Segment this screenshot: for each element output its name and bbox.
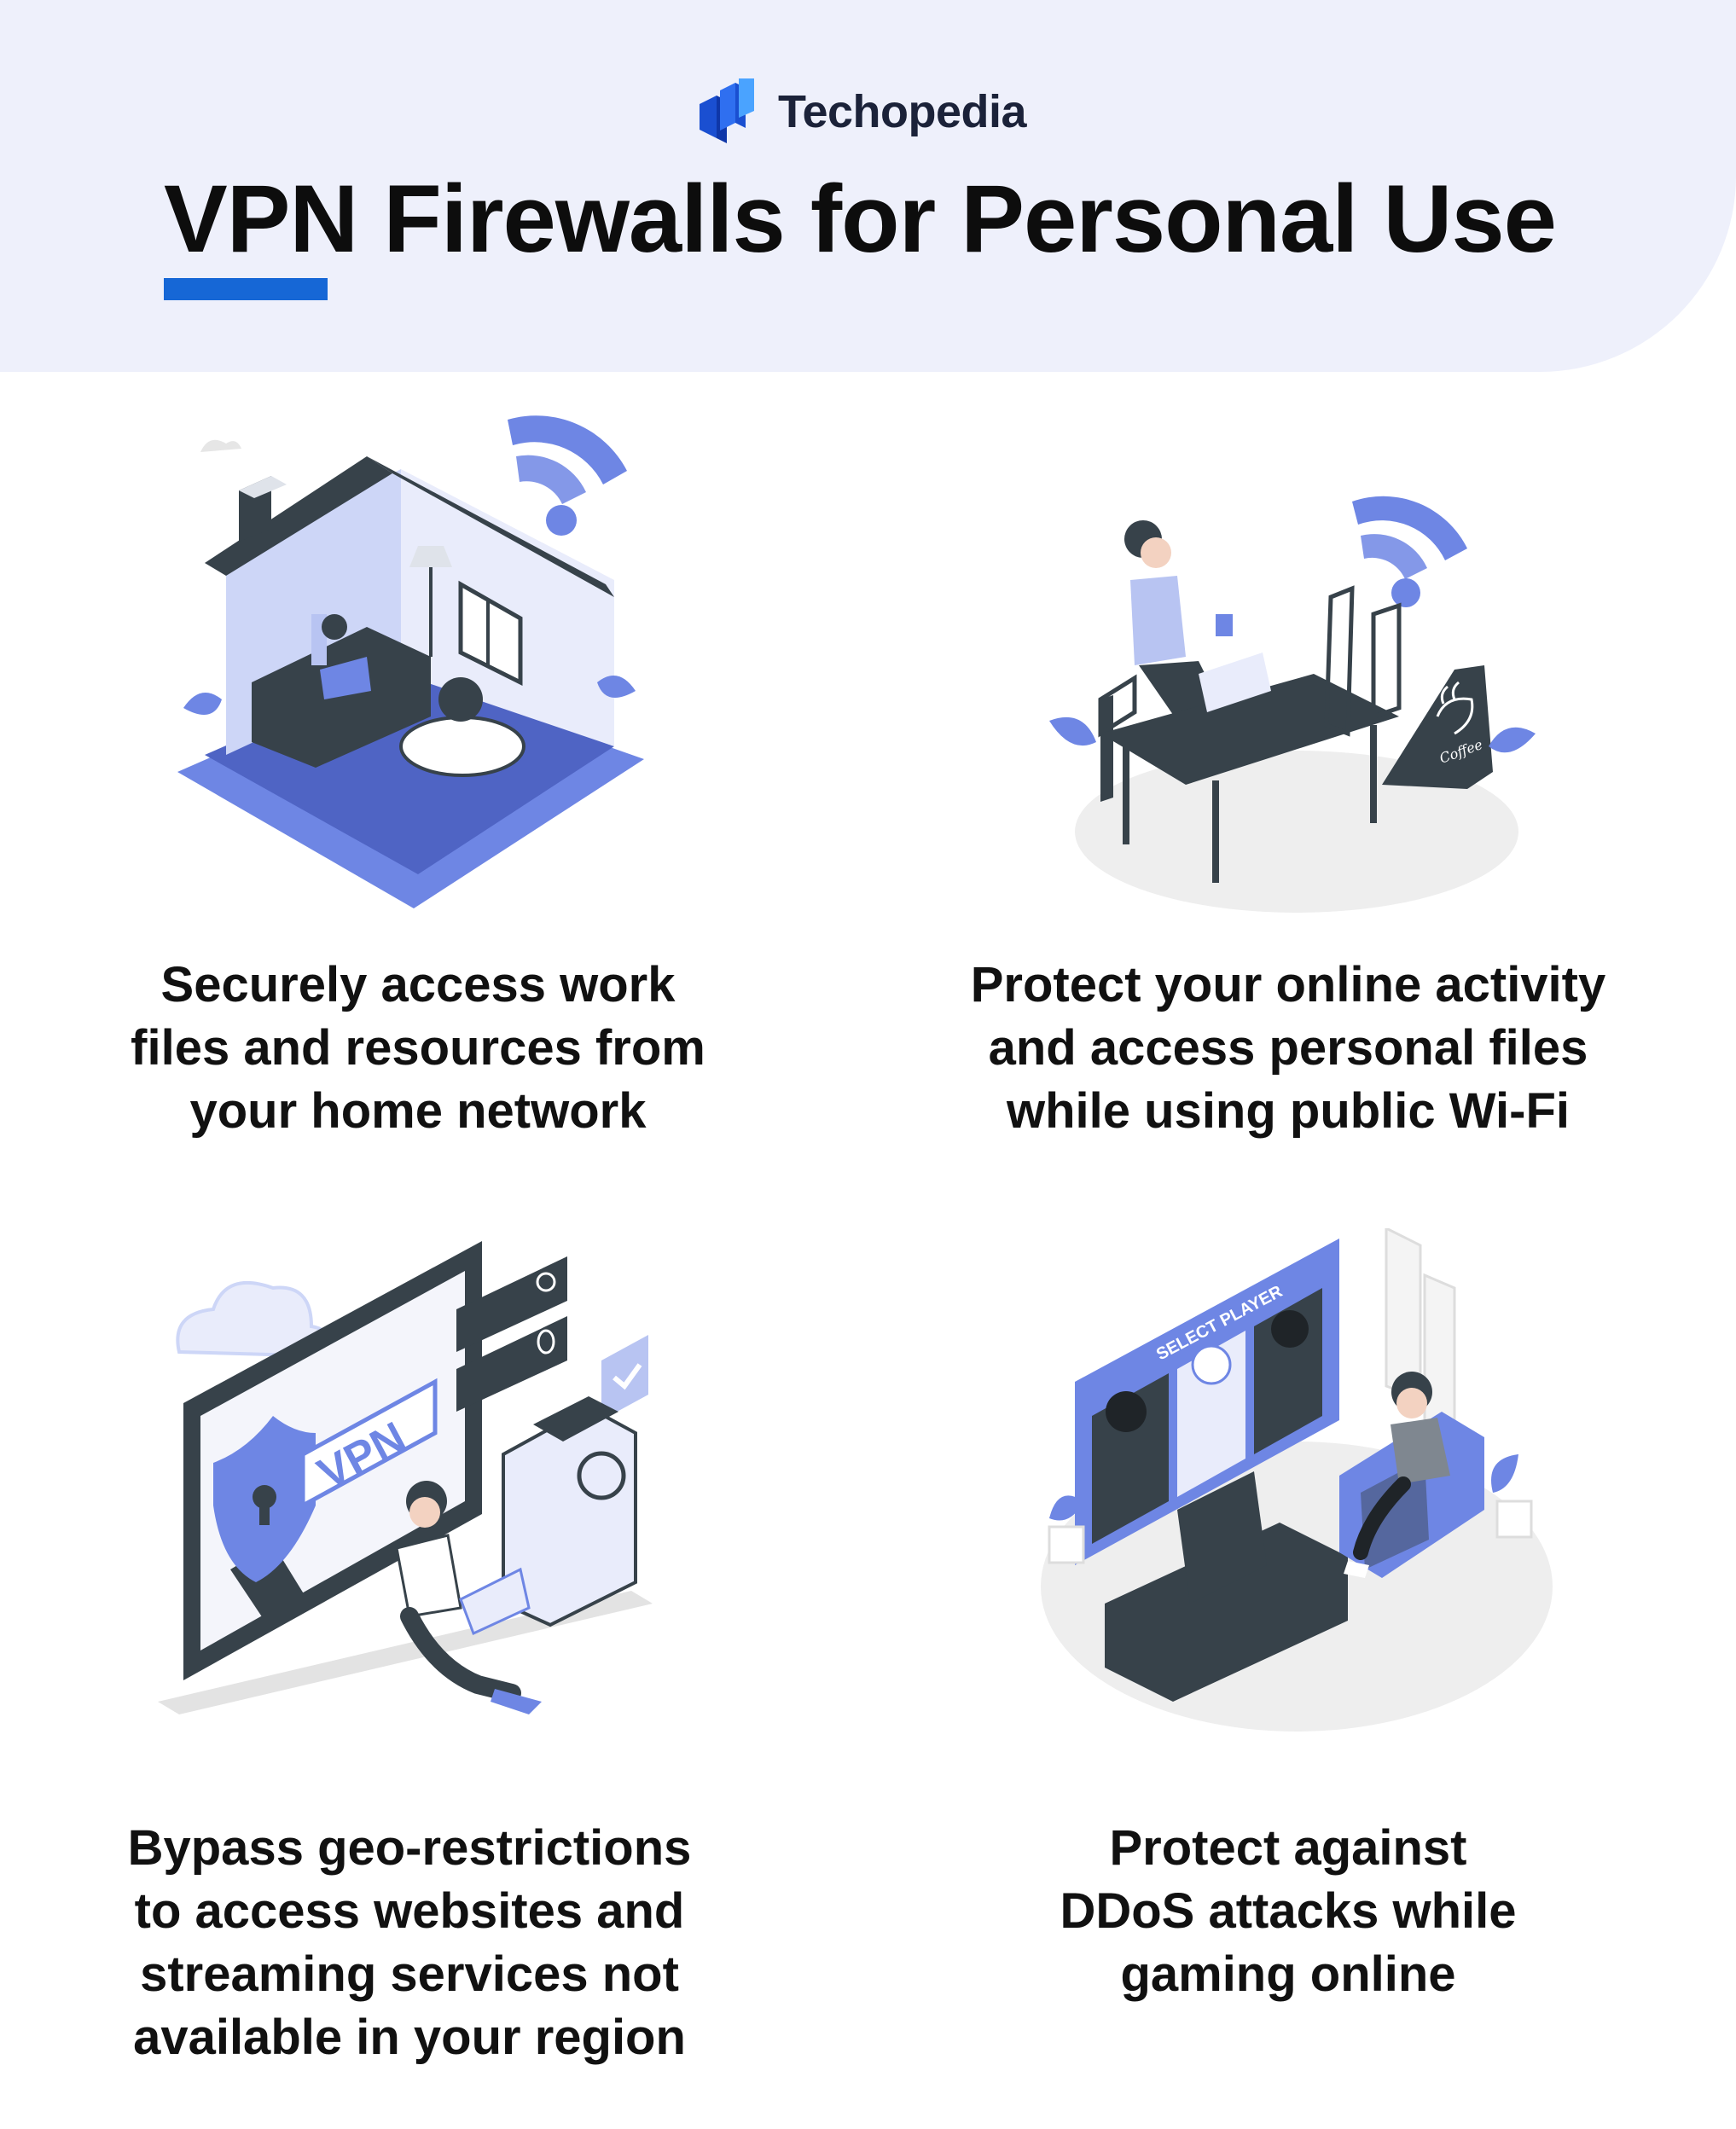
gaming-ddos-illustration: SELECT PLAYER — [1041, 1228, 1553, 1732]
page-title: VPN Firewalls for Personal Use — [164, 165, 1557, 272]
public-wifi-cafe-illustration: Coffee — [1049, 496, 1536, 913]
brand-name: Techopedia — [778, 86, 1027, 137]
header-band — [0, 0, 1736, 372]
bug-icon — [537, 1329, 555, 1355]
techopedia-logo-icon — [700, 78, 754, 143]
vpn-geo-restriction-illustration: VPN — [158, 1241, 653, 1714]
caption-home-network: Securely access work files and resources… — [131, 957, 705, 1139]
title-underline — [164, 278, 328, 300]
shield-icon — [213, 1416, 316, 1582]
caption-geo-restriction: Bypass geo-restrictions to access websit… — [127, 1820, 692, 2065]
location-pin-icon — [536, 1272, 556, 1292]
caption-ddos-gaming: Protect against DDoS attacks while gamin… — [1060, 1820, 1517, 2002]
wifi-icon — [508, 415, 627, 536]
brand[interactable]: Techopedia — [698, 78, 1027, 145]
caption-public-wifi: Protect your online activity and access … — [970, 957, 1606, 1139]
wifi-icon — [1352, 496, 1467, 607]
home-network-illustration — [177, 415, 644, 908]
